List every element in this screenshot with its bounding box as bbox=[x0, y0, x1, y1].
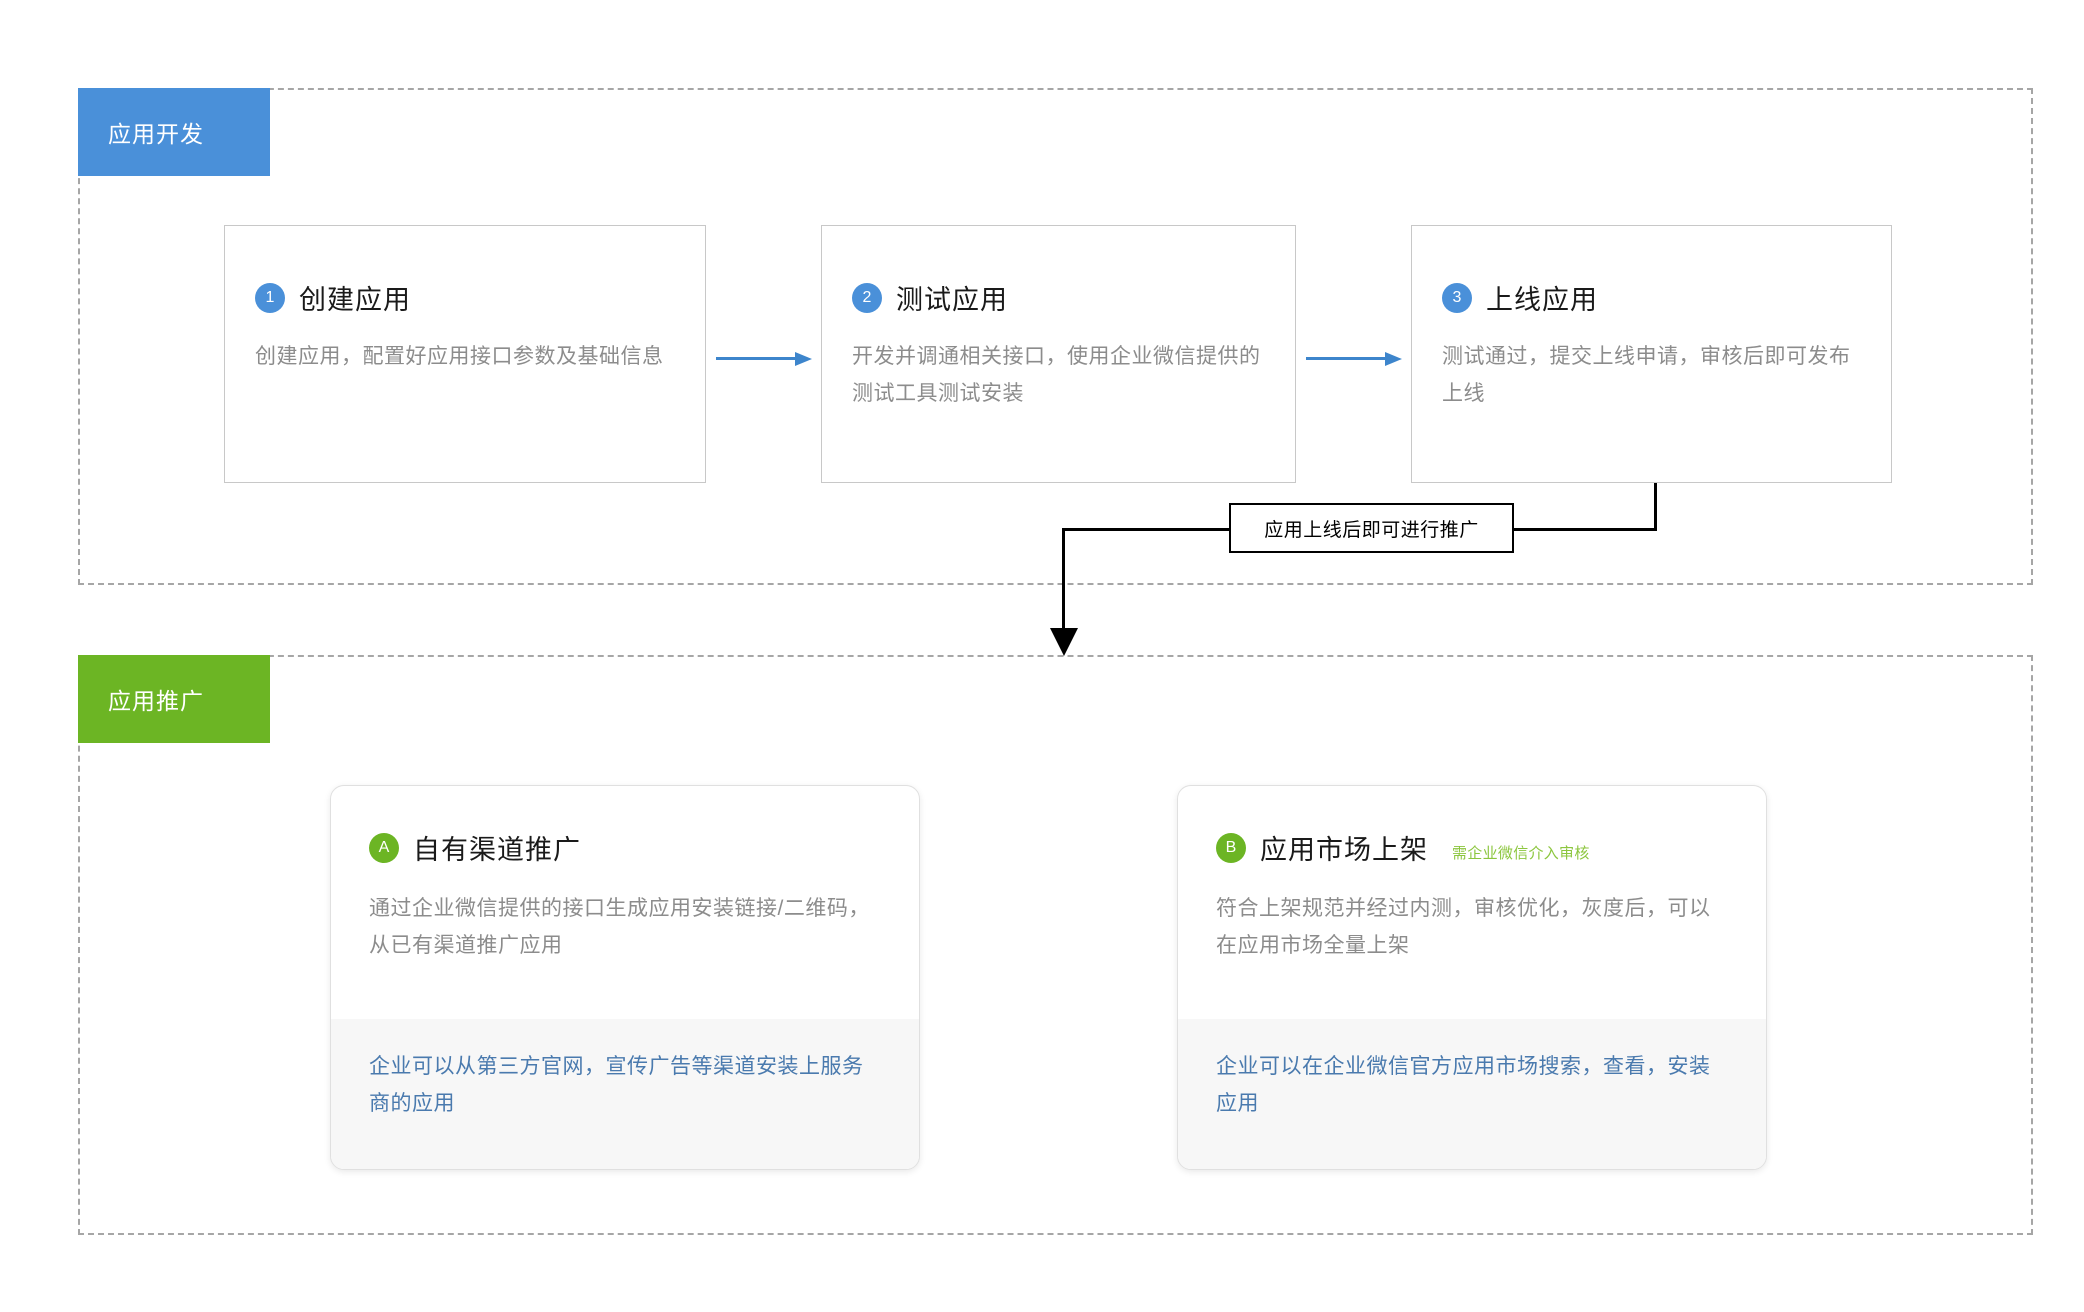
promo-title-a: 自有渠道推广 bbox=[413, 835, 581, 865]
promo-description-a: 通过企业微信提供的接口生成应用安装链接/二维码，从已有渠道推广应用 bbox=[369, 897, 870, 957]
step-card-header: 2 测试应用 bbox=[852, 278, 1265, 317]
promo-footer-text-b: 企业可以在企业微信官方应用市场搜索，查看，安装应用 bbox=[1216, 1055, 1711, 1115]
promo-card-app-market[interactable]: B 应用市场上架 需企业微信介入审核 符合上架规范并经过内测，审核优化，灰度后，… bbox=[1177, 785, 1767, 1170]
section-development-container bbox=[78, 88, 2033, 585]
step-title-2: 测试应用 bbox=[896, 285, 1008, 315]
connector-label-text: 应用上线后即可进行推广 bbox=[1264, 519, 1479, 541]
step-card-create-app[interactable]: 1 创建应用 创建应用，配置好应用接口参数及基础信息 bbox=[224, 225, 706, 483]
step-number-badge-3: 3 bbox=[1442, 282, 1472, 313]
step-title-3: 上线应用 bbox=[1486, 285, 1598, 315]
promo-card-own-channel[interactable]: A 自有渠道推广 通过企业微信提供的接口生成应用安装链接/二维码，从已有渠道推广… bbox=[330, 785, 920, 1170]
connector-line-horizontal-right bbox=[1513, 528, 1657, 531]
connector-line-horizontal-left bbox=[1062, 528, 1230, 531]
step-title-1: 创建应用 bbox=[299, 285, 411, 315]
step-card-header: 1 创建应用 bbox=[255, 278, 675, 317]
step-description-2: 开发并调通相关接口，使用企业微信提供的测试工具测试安装 bbox=[852, 345, 1261, 405]
step-number-badge-1: 1 bbox=[255, 282, 285, 313]
promo-note-b: 需企业微信介入审核 bbox=[1452, 845, 1590, 862]
step-number-badge-2: 2 bbox=[852, 282, 882, 313]
step-description-3: 测试通过，提交上线申请，审核后即可发布上线 bbox=[1442, 345, 1851, 405]
arrow-shaft bbox=[716, 357, 796, 360]
promo-card-header: A 自有渠道推广 bbox=[369, 828, 881, 867]
section-badge-promotion-label: 应用推广 bbox=[108, 688, 204, 714]
connector-arrow-down-icon bbox=[1050, 628, 1078, 656]
step-card-publish-app[interactable]: 3 上线应用 测试通过，提交上线申请，审核后即可发布上线 bbox=[1411, 225, 1892, 483]
promo-footer-text-a: 企业可以从第三方官网，宣传广告等渠道安装上服务商的应用 bbox=[369, 1055, 864, 1115]
section-badge-promotion: 应用推广 bbox=[78, 655, 270, 743]
arrow-right-icon-step2-step3 bbox=[1306, 352, 1402, 366]
step-card-header: 3 上线应用 bbox=[1442, 278, 1861, 317]
section-badge-development-label: 应用开发 bbox=[108, 121, 204, 147]
connector-label-box: 应用上线后即可进行推广 bbox=[1229, 503, 1514, 553]
arrow-shaft bbox=[1306, 357, 1386, 360]
promo-letter-badge-b: B bbox=[1216, 832, 1246, 863]
step-card-test-app[interactable]: 2 测试应用 开发并调通相关接口，使用企业微信提供的测试工具测试安装 bbox=[821, 225, 1296, 483]
section-promotion-container bbox=[78, 655, 2033, 1235]
connector-line-vertical-right bbox=[1654, 483, 1657, 530]
section-badge-development: 应用开发 bbox=[78, 88, 270, 176]
connector-line-vertical-left bbox=[1062, 528, 1065, 630]
promo-title-b: 应用市场上架 bbox=[1260, 835, 1428, 865]
promo-card-body: A 自有渠道推广 通过企业微信提供的接口生成应用安装链接/二维码，从已有渠道推广… bbox=[331, 786, 919, 965]
promo-card-footer-b: 企业可以在企业微信官方应用市场搜索，查看，安装应用 bbox=[1178, 1019, 1766, 1169]
arrow-head bbox=[1385, 352, 1402, 366]
promo-letter-badge-a: A bbox=[369, 832, 399, 863]
arrow-head bbox=[795, 352, 812, 366]
promo-card-body: B 应用市场上架 需企业微信介入审核 符合上架规范并经过内测，审核优化，灰度后，… bbox=[1178, 786, 1766, 965]
promo-card-header: B 应用市场上架 需企业微信介入审核 bbox=[1216, 828, 1728, 867]
arrow-right-icon-step1-step2 bbox=[716, 352, 812, 366]
promo-card-footer-a: 企业可以从第三方官网，宣传广告等渠道安装上服务商的应用 bbox=[331, 1019, 919, 1169]
step-description-1: 创建应用，配置好应用接口参数及基础信息 bbox=[255, 345, 664, 368]
promo-description-b: 符合上架规范并经过内测，审核优化，灰度后，可以在应用市场全量上架 bbox=[1216, 897, 1711, 957]
